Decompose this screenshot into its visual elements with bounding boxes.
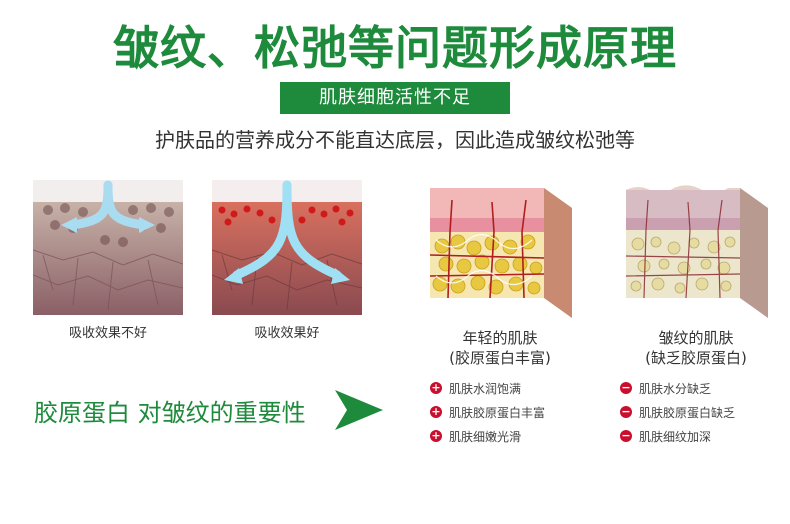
young-skin-title: 年轻的肌肤 (胶原蛋白丰富) [430, 328, 570, 368]
list-item: − 肌肤胶原蛋白缺乏 [620, 400, 735, 424]
list-item-text: 肌肤胶原蛋白丰富 [449, 405, 546, 420]
list-item: − 肌肤水分缺乏 [620, 376, 735, 400]
plus-icon: + [430, 381, 442, 394]
aged-skin-cube-illustration [625, 185, 768, 318]
list-item-text: 肌肤细纹加深 [639, 429, 712, 444]
skin-good-absorption-illustration [212, 180, 362, 315]
list-item: − 肌肤细纹加深 [620, 424, 735, 448]
young-skin-title-sub: (胶原蛋白丰富) [449, 349, 551, 367]
aged-skin-title-main: 皱纹的肌肤 [658, 329, 734, 347]
aged-skin-title-sub: (缺乏胶原蛋白) [645, 349, 747, 367]
bottom-heading: 胶原蛋白 对皱纹的重要性 [34, 399, 306, 427]
skin-panel-label: 吸收效果好 [254, 326, 320, 341]
aged-skin-title: 皱纹的肌肤 (缺乏胶原蛋白) [626, 328, 766, 368]
young-skin-benefits-list: + 肌肤水润饱满 + 肌肤胶原蛋白丰富 + 肌肤细嫩光滑 [430, 376, 545, 448]
young-skin-cube-illustration [429, 188, 572, 318]
list-item: + 肌肤胶原蛋白丰富 [430, 400, 545, 424]
caption-text: 护肤品的营养成分不能直达底层，因此造成皱纹松弛等 [155, 128, 635, 152]
young-skin-title-main: 年轻的肌肤 [462, 329, 538, 347]
list-item: + 肌肤水润饱满 [430, 376, 545, 400]
page-title: 皱纹、松弛等问题形成原理 [113, 21, 677, 75]
list-item-text: 肌肤细嫩光滑 [449, 429, 522, 444]
list-item-text: 肌肤水润饱满 [449, 381, 522, 396]
plus-icon: + [430, 429, 442, 442]
minus-icon: − [620, 381, 632, 394]
list-item-text: 肌肤胶原蛋白缺乏 [639, 405, 736, 420]
minus-icon: − [620, 405, 632, 418]
right-arrow-icon [335, 390, 383, 430]
aged-skin-deficits-list: − 肌肤水分缺乏 − 肌肤胶原蛋白缺乏 − 肌肤细纹加深 [620, 376, 735, 448]
subtitle-banner: 肌肤细胞活性不足 [280, 82, 510, 114]
skin-panel-label: 吸收效果不好 [68, 326, 147, 341]
skin-poor-absorption-illustration [33, 180, 183, 315]
minus-icon: − [620, 429, 632, 442]
plus-icon: + [430, 405, 442, 418]
list-item: + 肌肤细嫩光滑 [430, 424, 545, 448]
list-item-text: 肌肤水分缺乏 [639, 381, 712, 396]
